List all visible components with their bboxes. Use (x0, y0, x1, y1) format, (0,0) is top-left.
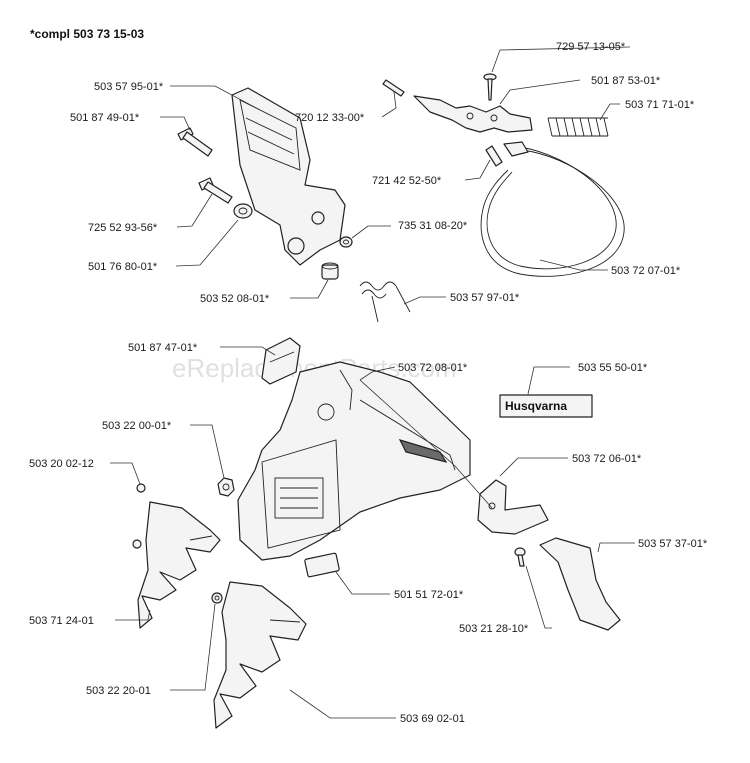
label-503-69-02-01: 503 69 02-01 (400, 713, 465, 725)
brake-lever-part (413, 95, 533, 133)
label-501-87-47-01: 501 87 47-01* (128, 342, 198, 354)
label-503-72-06-01: 503 72 06-01* (572, 453, 642, 465)
label-721-42-52-50: 721 42 52-50* (372, 175, 442, 187)
bolt-part-a (177, 127, 213, 157)
screw-part-d (132, 483, 146, 549)
label-501-51-72-01: 501 51 72-01* (394, 589, 464, 601)
label-503-57-95-01: 503 57 95-01* (94, 81, 164, 93)
guide-plate-part (539, 537, 621, 631)
label-503-72-07-01: 503 72 07-01* (611, 265, 681, 277)
label-503-71-24-01: 503 71 24-01 (29, 615, 94, 627)
screw-part-a (198, 177, 233, 204)
pin-part (382, 79, 405, 97)
husqvarna-decal-part: Husqvarna (499, 394, 593, 418)
label-503-57-97-01: 503 57 97-01* (450, 292, 520, 304)
clip-part (261, 337, 301, 385)
label-729-57-13-05: 729 57 13-05* (556, 41, 626, 53)
label-503-52-08-01: 503 52 08-01* (200, 293, 270, 305)
spiked-bumper-outer-part (213, 581, 307, 729)
screw-part-c (514, 547, 526, 567)
husqvarna-decal-text: Husqvarna (505, 399, 567, 413)
nut-part-b (211, 592, 223, 604)
pin-part-b (485, 145, 503, 167)
rubber-buffer-part (304, 552, 340, 578)
screw-part-b (483, 73, 497, 101)
label-501-87-53-01: 501 87 53-01* (591, 75, 661, 87)
label-503-72-08-01: 503 72 08-01* (398, 362, 468, 374)
label-501-87-49-01: 501 87 49-01* (70, 112, 140, 124)
label-503-57-37-01: 503 57 37-01* (638, 538, 708, 550)
label-501-76-80-01: 501 76 80-01* (88, 261, 158, 273)
label-503-22-20-01: 503 22 20-01 (86, 685, 151, 697)
small-washer-part (339, 236, 353, 248)
brake-band-part (480, 141, 625, 277)
label-503-22-00-01: 503 22 00-01* (102, 420, 172, 432)
label-735-31-08-20: 735 31 08-20* (398, 220, 468, 232)
label-725-52-93-56: 725 52 93-56* (88, 222, 158, 234)
nut-part-a (217, 477, 235, 497)
clutch-cover-part (237, 361, 471, 561)
bracket-part (477, 479, 549, 535)
label-720-12-33-00: 720 12 33-00* (295, 112, 365, 124)
assembly-title: *compl 503 73 15-03 (30, 27, 144, 41)
leader-lines (110, 46, 635, 719)
part-number-labels: 729 57 13-05* 501 87 53-01* 503 71 71-01… (29, 41, 708, 725)
sleeve-part (321, 262, 339, 280)
label-503-71-71-01: 503 71 71-01* (625, 99, 695, 111)
torsion-spring-part (359, 281, 411, 323)
washer-part (233, 203, 253, 219)
label-503-55-50-01: 503 55 50-01* (578, 362, 648, 374)
label-503-20-02-12: 503 20 02-12 (29, 458, 94, 470)
label-503-21-28-10: 503 21 28-10* (459, 623, 529, 635)
compression-spring-part (547, 117, 609, 137)
spiked-bumper-inner-part (137, 501, 221, 629)
